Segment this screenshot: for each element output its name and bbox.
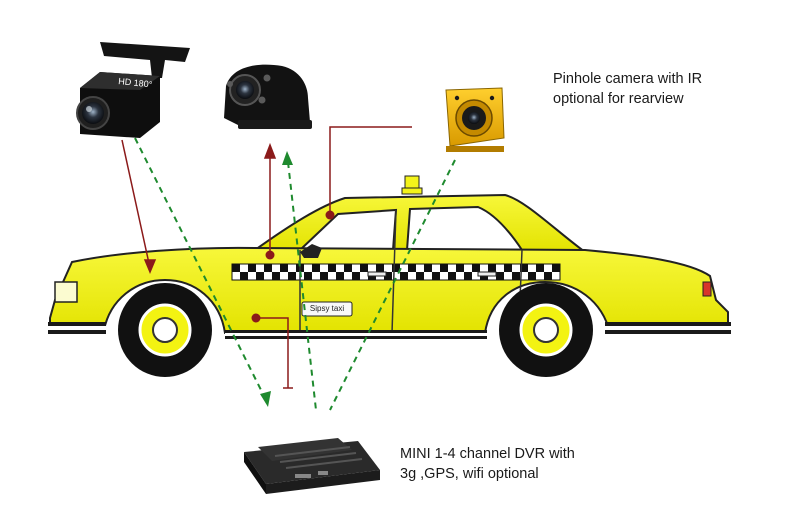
front-wheel [118, 283, 212, 377]
camera-badge-text: HD 180° [118, 76, 153, 90]
pinhole-camera-icon [445, 87, 505, 152]
pinhole-camera-label: Pinhole camera with IR optional for rear… [553, 69, 783, 109]
dome-camera-icon [224, 64, 312, 129]
dvr-box-icon [244, 438, 380, 494]
signal-arrowheads [260, 151, 293, 407]
pinhole-label-line-2: optional for rearview [553, 91, 684, 107]
dvr-label-line-2: 3g ,GPS, wifi optional [400, 466, 539, 482]
cable-lines [121, 126, 412, 389]
signal-lines [134, 137, 456, 411]
rear-wheel [499, 283, 593, 377]
pinhole-label-line-1: Pinhole camera with IR [553, 71, 703, 87]
mini-camera-icon: HD 180° [76, 42, 190, 138]
dvr-label-line-1: MINI 1-4 channel DVR with [400, 446, 575, 462]
taxi-door-sign: Sipsy taxi [309, 304, 345, 313]
dvr-label: MINI 1-4 channel DVR with 3g ,GPS, wifi … [400, 444, 660, 484]
taxi-car-icon [48, 175, 731, 377]
